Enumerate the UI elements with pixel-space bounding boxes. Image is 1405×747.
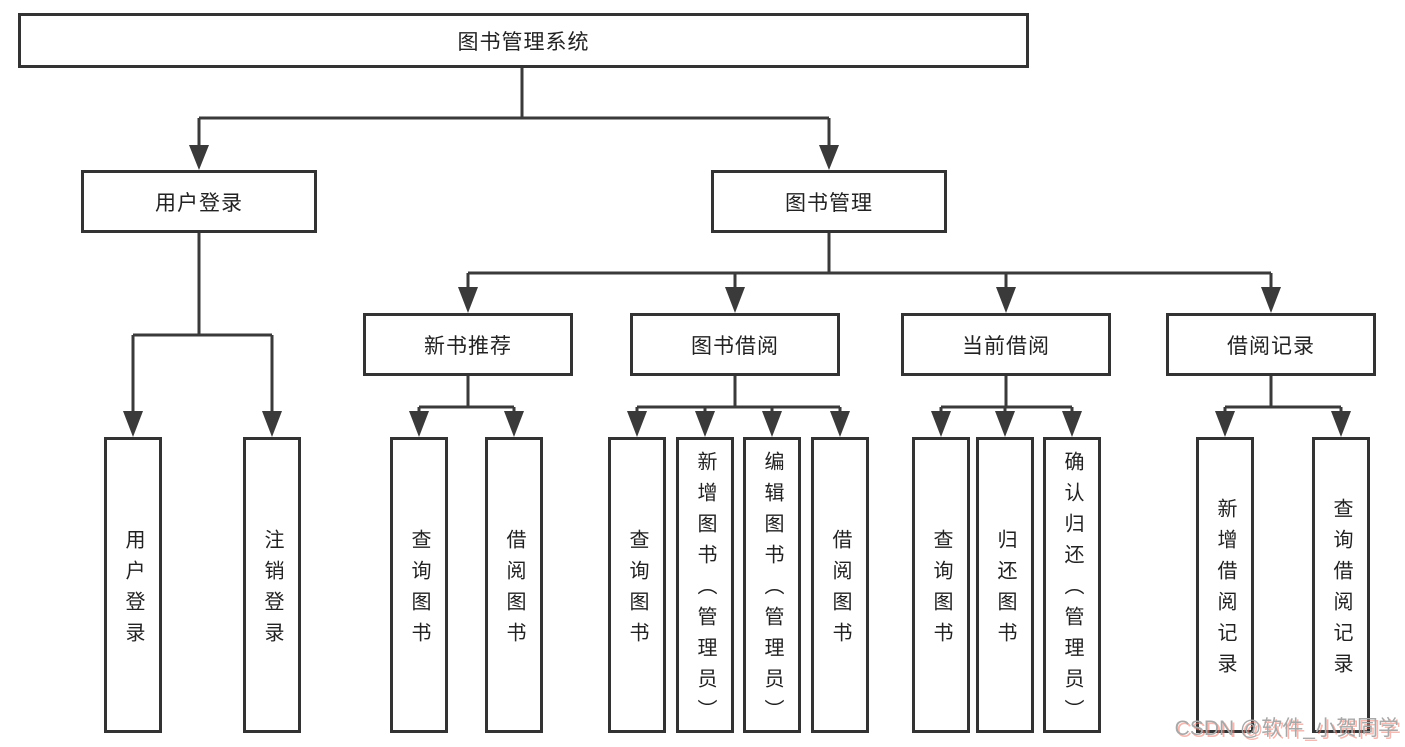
- arrowhead-down: [123, 411, 143, 437]
- arrowhead-down: [1331, 411, 1351, 437]
- connector-book-management-to-level3: [458, 233, 1281, 313]
- node-label: 查询图书: [408, 528, 430, 653]
- leaf-return-books: 归还图书: [976, 437, 1034, 733]
- node-book-borrow: 图书借阅: [630, 313, 840, 376]
- arrowhead-down: [819, 145, 839, 170]
- leaf-query-books-borrow: 查询图书: [608, 437, 666, 733]
- leaf-edit-books-admin: 编辑图书（管理员）: [743, 437, 801, 733]
- arrowhead-down: [189, 145, 209, 170]
- connector-line: [417, 376, 516, 412]
- node-label: 图书管理系统: [457, 30, 590, 54]
- arrowhead-down: [695, 411, 715, 437]
- node-label: 编辑图书（管理员）: [761, 451, 783, 730]
- leaf-query-books-current: 查询图书: [912, 437, 970, 733]
- connector-line: [939, 376, 1074, 412]
- leaf-logout: 注销登录: [243, 437, 301, 733]
- node-label: 借阅记录: [1227, 334, 1315, 358]
- arrowhead-down: [762, 411, 782, 437]
- node-label: 借阅图书: [503, 528, 525, 653]
- node-library-management-system: 图书管理系统: [18, 13, 1029, 68]
- node-current-borrow: 当前借阅: [901, 313, 1111, 376]
- leaf-borrow-books: 借阅图书: [811, 437, 869, 733]
- node-label: 新增借阅记录: [1214, 497, 1236, 684]
- node-label: 借阅图书: [829, 528, 851, 653]
- connector-line: [635, 376, 842, 412]
- connector-line: [197, 68, 831, 146]
- node-new-book-recommend: 新书推荐: [363, 313, 573, 376]
- node-label: 查询图书: [930, 528, 952, 653]
- node-label: 归还图书: [994, 528, 1016, 653]
- leaf-confirm-return-admin: 确认归还（管理员）: [1043, 437, 1101, 733]
- connector-line: [1223, 376, 1343, 412]
- node-label: 查询图书: [626, 528, 648, 653]
- arrowhead-down: [458, 287, 478, 313]
- node-label: 用户登录: [122, 528, 144, 653]
- leaf-user-login: 用户登录: [104, 437, 162, 733]
- node-label: 图书管理: [785, 191, 873, 215]
- arrowhead-down: [1062, 411, 1082, 437]
- arrowhead-down: [504, 411, 524, 437]
- connector-user-login-to-children: [123, 233, 282, 437]
- node-label: 注销登录: [261, 528, 283, 653]
- node-label: 新增图书（管理员）: [694, 451, 716, 730]
- arrowhead-down: [409, 411, 429, 437]
- leaf-query-borrow-record: 查询借阅记录: [1312, 437, 1370, 733]
- arrowhead-down: [725, 287, 745, 313]
- node-book-management: 图书管理: [711, 170, 947, 233]
- arrowhead-down: [262, 411, 282, 437]
- node-label: 确认归还（管理员）: [1061, 451, 1083, 730]
- arrowhead-down: [830, 411, 850, 437]
- node-label: 查询借阅记录: [1330, 497, 1352, 684]
- csdn-watermark: CSDN @软件_小贺同学: [1174, 717, 1399, 740]
- node-borrow-records: 借阅记录: [1166, 313, 1376, 376]
- node-label: 新书推荐: [424, 334, 512, 358]
- connector-root-to-level2: [189, 68, 839, 170]
- connector-book-borrow-to-children: [627, 376, 850, 437]
- arrowhead-down: [627, 411, 647, 437]
- leaf-add-borrow-record: 新增借阅记录: [1196, 437, 1254, 733]
- arrowhead-down: [1261, 287, 1281, 313]
- node-label: 用户登录: [155, 191, 243, 215]
- arrowhead-down: [1215, 411, 1235, 437]
- connector-line: [466, 233, 1273, 288]
- connector-line: [131, 233, 274, 412]
- arrowhead-down: [931, 411, 951, 437]
- connector-borrow-records-to-children: [1215, 376, 1351, 437]
- node-label: 当前借阅: [962, 334, 1050, 358]
- arrowhead-down: [996, 287, 1016, 313]
- arrowhead-down: [995, 411, 1015, 437]
- leaf-query-books-recommend: 查询图书: [390, 437, 448, 733]
- connector-current-borrow-to-children: [931, 376, 1082, 437]
- node-label: 图书借阅: [691, 334, 779, 358]
- leaf-borrow-books-recommend: 借阅图书: [485, 437, 543, 733]
- leaf-add-books-admin: 新增图书（管理员）: [676, 437, 734, 733]
- node-user-login: 用户登录: [81, 170, 317, 233]
- connector-new-book-recommend-to-children: [409, 376, 524, 437]
